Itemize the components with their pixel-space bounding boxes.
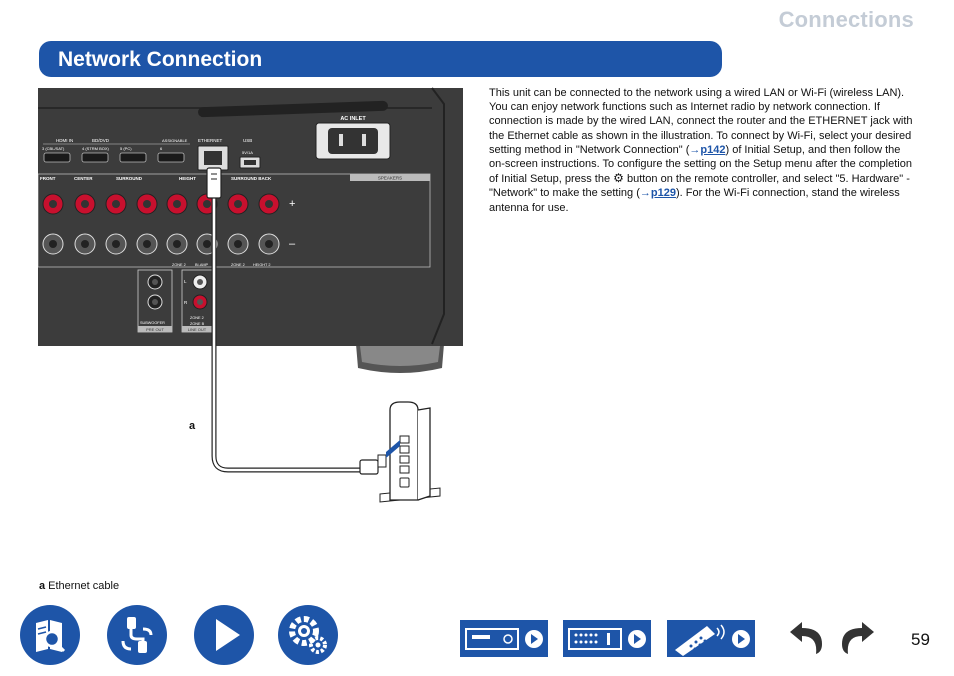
hdmi-port xyxy=(119,152,147,163)
hdmi-input-5-label: 5 (PC) xyxy=(120,146,132,151)
caption-text: Ethernet cable xyxy=(48,580,120,592)
setup-button-gear-icon: ⚙ xyxy=(613,171,624,186)
redo-forward-icon[interactable] xyxy=(838,620,878,656)
zone-b-label: ZONE B xyxy=(190,322,205,326)
wireless-antenna xyxy=(198,100,388,118)
speaker-group-center-label: CENTER xyxy=(74,176,93,181)
section-title: Connections xyxy=(778,7,914,32)
speaker-group-height-label: HEIGHT xyxy=(179,176,196,181)
remote-control-icon[interactable] xyxy=(667,620,755,657)
speaker-group-front-label: FRONT xyxy=(40,176,56,181)
undo-back-icon[interactable] xyxy=(786,620,826,656)
page-number: 59 xyxy=(911,630,930,649)
manual-contents-icon[interactable] xyxy=(20,605,80,665)
channel-l-label: L xyxy=(184,279,187,284)
negative-sign: – xyxy=(289,238,296,250)
play-icon[interactable] xyxy=(194,605,254,665)
zone-label: HEIGHT 2 xyxy=(253,263,270,267)
usb-label: USB xyxy=(243,138,252,143)
page-title: Network Connection xyxy=(58,48,263,71)
setup-gear-icon[interactable] xyxy=(278,605,338,665)
subwoofer-label: SUBWOOFER xyxy=(140,321,165,325)
hdmi-input-3-label: 3 (CBL/SAT) xyxy=(42,146,65,151)
hdmi-port xyxy=(157,152,185,163)
zone2-label: ZONE 2 xyxy=(190,316,204,320)
link-arrow-icon: → xyxy=(639,187,651,200)
zone-label: ZONE 2 xyxy=(231,263,245,267)
connection-arrow-icon xyxy=(386,440,400,458)
cable-connections-icon[interactable] xyxy=(107,605,167,665)
av-receiver-front-icon[interactable] xyxy=(460,620,548,657)
speaker-group-surround-back-label: SURROUND BACK xyxy=(231,176,272,181)
zone-label: BI-AMP xyxy=(195,263,209,267)
title-banner: Network Connection xyxy=(39,41,722,77)
assignable-label: ASSIGNABLE xyxy=(162,138,188,143)
hdmi-port xyxy=(43,152,71,163)
speaker-terminals-negative xyxy=(42,233,280,255)
ethernet-label: ETHERNET xyxy=(198,138,223,143)
body-text-part-1: This unit can be connected to the networ… xyxy=(489,87,913,156)
ac-inlet-label: AC INLET xyxy=(340,116,366,122)
caption-key: a xyxy=(39,580,46,592)
pre-out-label: PRE OUT xyxy=(146,327,164,332)
hdmi-in-label: HDMI IN xyxy=(56,138,73,143)
body-paragraph: This unit can be connected to the networ… xyxy=(489,86,916,215)
hdmi-input-6-label: 6 xyxy=(160,146,163,151)
ethernet-plug-receiver xyxy=(206,167,222,199)
link-arrow-icon: → xyxy=(689,143,701,156)
rear-panel-illustration: AC INLET HDMI IN BD/DVD ASSIGNABLE 3 (CB… xyxy=(38,87,463,503)
usb-rating-label: 5V/1A xyxy=(242,150,253,155)
link-p129[interactable]: p129 xyxy=(650,187,676,200)
speaker-group-surround-label: SURROUND xyxy=(116,176,143,181)
body-text-part-4: ). For the Wi-Fi connection, stand the w… xyxy=(489,187,900,214)
link-p142[interactable]: p142 xyxy=(700,143,726,156)
body-text-part-2: ) of Initial Setup, and then follow the … xyxy=(489,143,912,186)
callout-label: a xyxy=(189,420,196,432)
av-receiver-rear-icon[interactable] xyxy=(563,620,651,657)
hdmi-port xyxy=(81,152,109,163)
speaker-terminal-frame xyxy=(38,173,431,268)
line-out-label: LINE OUT xyxy=(188,327,207,332)
hdmi-input-4-label: 4 (STRM BOX) xyxy=(82,146,110,151)
channel-r-label: R xyxy=(184,300,188,305)
bd-dvd-label: BD/DVD xyxy=(92,138,110,143)
zone-label: ZONE 2 xyxy=(172,263,186,267)
positive-sign: + xyxy=(289,198,295,210)
receiver-body xyxy=(38,88,463,346)
speakers-label: SPEAKERS xyxy=(378,176,402,181)
ethernet-plug-router xyxy=(359,459,379,475)
body-text-part-3: button on the remote controller, and sel… xyxy=(489,173,910,200)
router-illustration xyxy=(379,401,441,503)
